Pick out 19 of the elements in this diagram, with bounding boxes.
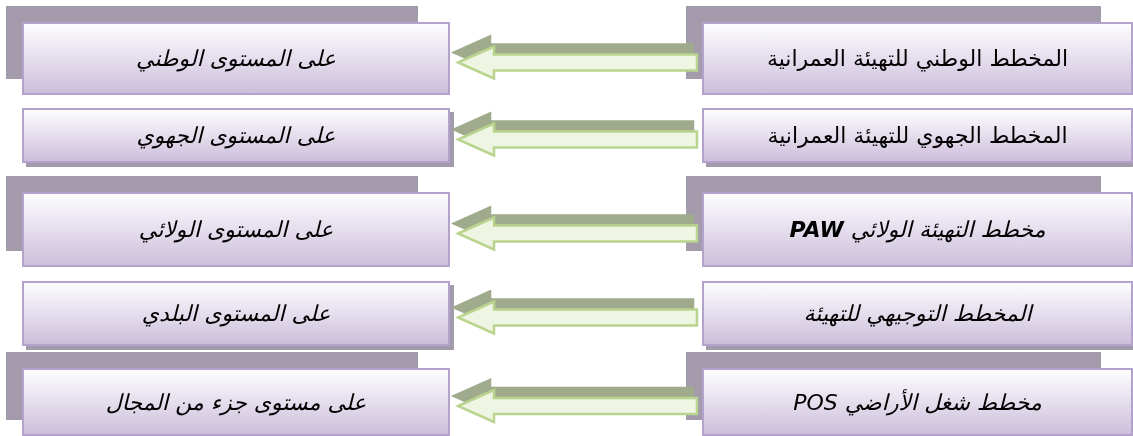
plan-box (702, 368, 1133, 436)
level-box (22, 108, 450, 163)
box-label: على مستوى جزء من المجال (105, 389, 367, 415)
plan-box (702, 192, 1133, 267)
box-label: على المستوى الوطني (136, 46, 336, 71)
box-label: مخطط شغل الأراضي POS (793, 389, 1042, 415)
level-box (22, 281, 450, 346)
level-box (22, 192, 450, 267)
plan-box (702, 108, 1133, 163)
box-label: المخطط الجهوي للتهيئة العمرانية (767, 123, 1068, 148)
level-box (22, 22, 450, 95)
box-label: على المستوى البلدي (141, 301, 331, 326)
box-label: على المستوى الجهوي (136, 123, 336, 148)
plan-box (702, 281, 1133, 346)
level-box (22, 368, 450, 436)
box-label: المخطط الوطني للتهيئة العمرانية (766, 46, 1069, 71)
plan-box (702, 22, 1133, 95)
box-label: المخطط التوجيهي للتهيئة (803, 301, 1032, 326)
box-label: على المستوى الولائي (138, 217, 334, 242)
